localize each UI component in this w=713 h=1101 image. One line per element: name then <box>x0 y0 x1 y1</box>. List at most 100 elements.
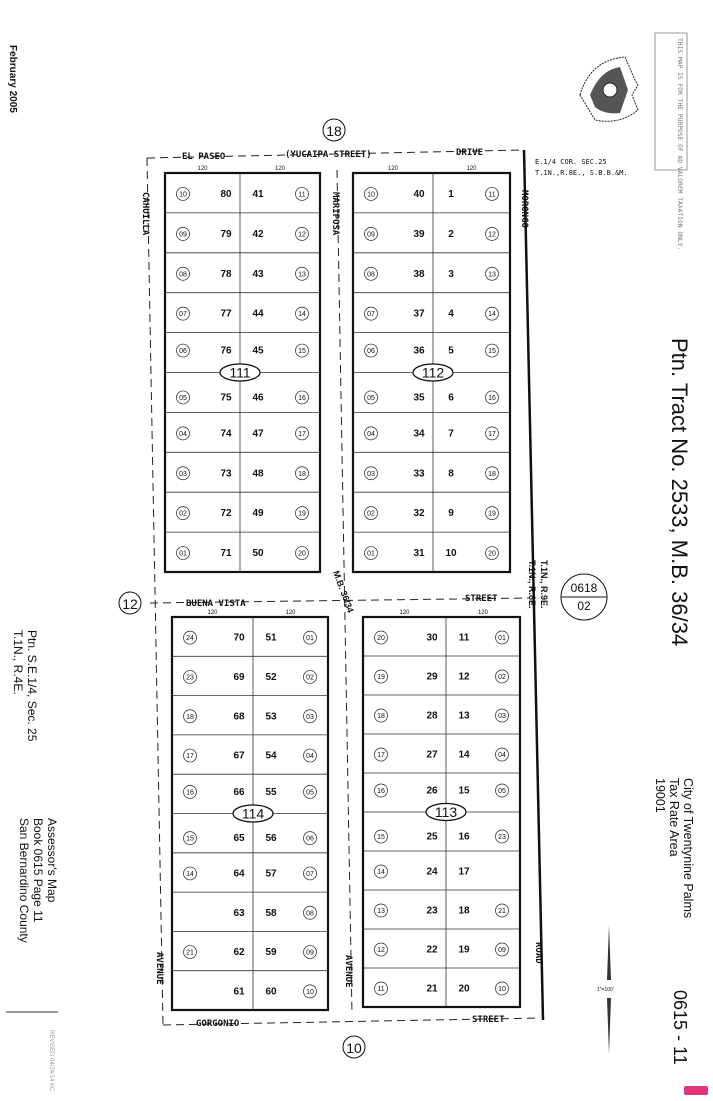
lot-number[interactable]: 60 <box>265 986 277 997</box>
lot-number[interactable]: 65 <box>233 833 245 844</box>
lot-number[interactable]: 13 <box>458 711 470 722</box>
parcel-number[interactable]: 18 <box>377 713 385 720</box>
lot-number[interactable]: 46 <box>252 392 264 403</box>
lot-number[interactable]: 59 <box>265 947 277 958</box>
parcel-number[interactable]: 03 <box>498 713 506 720</box>
parcel-number[interactable]: 04 <box>498 752 506 759</box>
lot-number[interactable]: 69 <box>233 672 245 683</box>
lot-number[interactable]: 75 <box>220 392 232 403</box>
lot-row[interactable]: 75 46 05 16 <box>176 390 309 405</box>
lot-number[interactable]: 72 <box>220 508 232 519</box>
lot-number[interactable]: 52 <box>265 672 277 683</box>
lot-number[interactable]: 39 <box>413 229 425 240</box>
parcel-number[interactable]: 17 <box>488 431 496 438</box>
parcel-number[interactable]: 16 <box>298 395 306 402</box>
lot-number[interactable]: 22 <box>426 945 438 956</box>
parcel-number[interactable]: 07 <box>367 311 375 318</box>
lot-number[interactable]: 29 <box>426 672 438 683</box>
lot-number[interactable]: 62 <box>233 947 245 958</box>
block-number[interactable]: 114 <box>242 806 265 822</box>
adjacent-bottom[interactable]: 10 <box>346 1040 362 1056</box>
parcel-number[interactable]: 11 <box>488 191 495 198</box>
parcel-number[interactable]: 16 <box>488 395 496 402</box>
lot-number[interactable]: 33 <box>413 468 425 479</box>
parcel-number[interactable]: 05 <box>306 789 314 796</box>
parcel-number[interactable]: 13 <box>377 908 385 915</box>
parcel-number[interactable]: 18 <box>186 714 194 721</box>
parcel-number[interactable]: 19 <box>298 511 306 518</box>
lot-number[interactable]: 67 <box>233 751 245 762</box>
parcel-number[interactable]: 05 <box>179 395 187 402</box>
lot-number[interactable]: 74 <box>220 428 232 439</box>
block-number[interactable]: 111 <box>229 365 250 381</box>
parcel-number[interactable]: 14 <box>186 871 194 878</box>
lot-number[interactable]: 31 <box>413 548 425 559</box>
lot-number[interactable]: 44 <box>252 309 264 320</box>
lot-number[interactable]: 25 <box>426 832 438 843</box>
lot-number[interactable]: 80 <box>220 189 232 200</box>
lot-number[interactable]: 27 <box>426 750 438 761</box>
lot-number[interactable]: 78 <box>220 269 232 280</box>
adjacent-top[interactable]: 18 <box>326 123 342 139</box>
parcel-number[interactable]: 10 <box>367 191 375 198</box>
lot-number[interactable]: 73 <box>220 468 232 479</box>
parcel-number[interactable]: 07 <box>306 871 314 878</box>
block-number[interactable]: 112 <box>422 365 445 381</box>
lot-number[interactable]: 43 <box>252 269 264 280</box>
lot-number[interactable]: 12 <box>458 672 470 683</box>
lot-number[interactable]: 76 <box>220 346 232 357</box>
adjacent-left[interactable]: 12 <box>122 596 138 612</box>
parcel-number[interactable]: 20 <box>377 635 385 642</box>
lot-number[interactable]: 2 <box>448 229 454 240</box>
parcel-number[interactable]: 13 <box>298 271 306 278</box>
lot-number[interactable]: 38 <box>413 269 425 280</box>
lot-number[interactable]: 70 <box>233 633 245 644</box>
parcel-number[interactable]: 17 <box>298 431 306 438</box>
lot-number[interactable]: 49 <box>252 508 264 519</box>
parcel-number[interactable]: 08 <box>367 271 375 278</box>
lot-number[interactable]: 57 <box>265 868 277 879</box>
parcel-number[interactable]: 15 <box>488 348 496 355</box>
parcel-number[interactable]: 21 <box>498 908 506 915</box>
parcel-number[interactable]: 14 <box>377 869 385 876</box>
lot-number[interactable]: 10 <box>445 548 457 559</box>
lot-number[interactable]: 19 <box>458 945 470 956</box>
lot-number[interactable]: 17 <box>458 867 470 878</box>
parcel-number[interactable]: 01 <box>367 551 375 558</box>
lot-number[interactable]: 71 <box>220 548 232 559</box>
lot-number[interactable]: 47 <box>252 428 264 439</box>
lot-number[interactable]: 54 <box>265 751 277 762</box>
lot-number[interactable]: 45 <box>252 346 264 357</box>
parcel-number[interactable]: 12 <box>377 947 385 954</box>
lot-number[interactable]: 26 <box>426 786 438 797</box>
parcel-number[interactable]: 17 <box>377 752 385 759</box>
parcel-number[interactable]: 01 <box>306 635 314 642</box>
parcel-number[interactable]: 23 <box>498 834 506 841</box>
lot-number[interactable]: 34 <box>413 428 425 439</box>
parcel-number[interactable]: 03 <box>306 714 314 721</box>
lot-number[interactable]: 23 <box>426 906 438 917</box>
parcel-number[interactable]: 10 <box>498 986 506 993</box>
lot-number[interactable]: 4 <box>448 309 454 320</box>
parcel-number[interactable]: 14 <box>298 311 306 318</box>
parcel-number[interactable]: 19 <box>488 511 496 518</box>
parcel-number[interactable]: 02 <box>306 674 314 681</box>
